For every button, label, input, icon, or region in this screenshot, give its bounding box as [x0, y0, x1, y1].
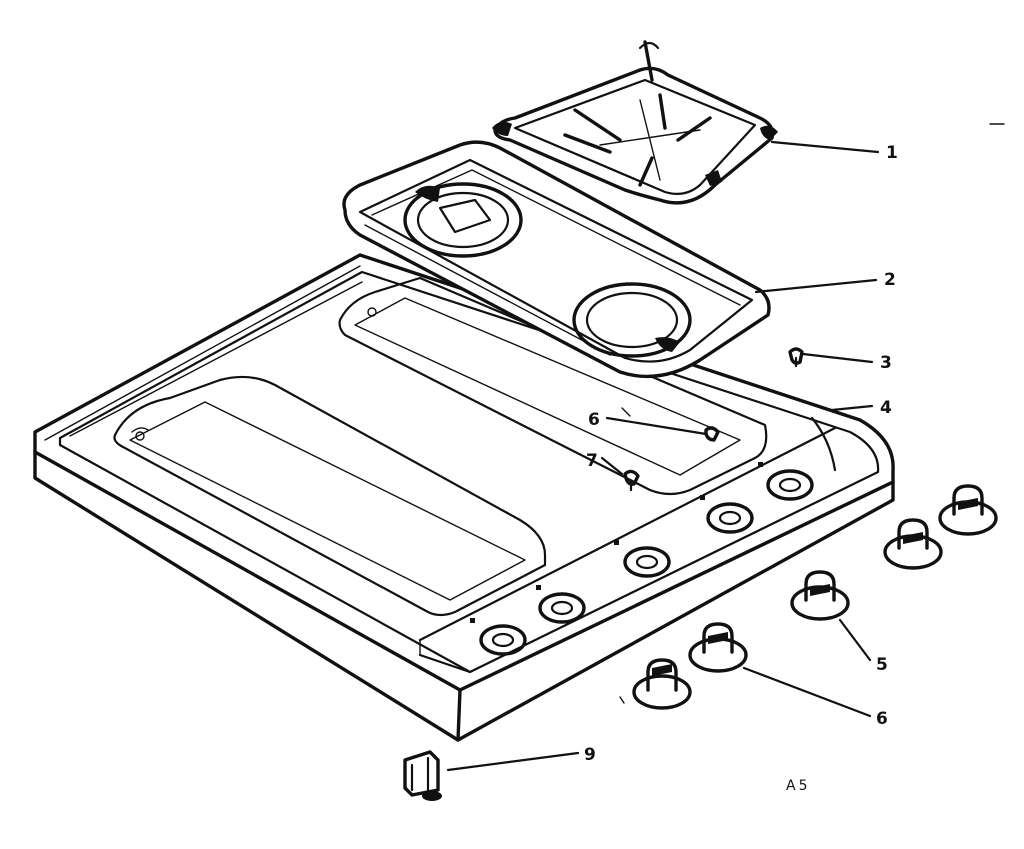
burner-ring-right [572, 282, 692, 358]
knob-hole-4 [700, 495, 754, 534]
drawing-mark: A5 [786, 778, 810, 794]
leader-lines [446, 140, 880, 772]
scan-mark [619, 696, 625, 704]
grate [492, 40, 778, 205]
callout-5: 5 [876, 655, 888, 675]
callout-4: 4 [880, 398, 892, 418]
clip-part-9 [403, 750, 442, 801]
screw-part-7 [623, 469, 640, 492]
knob-3 [790, 570, 850, 621]
knob-hole-2 [536, 585, 586, 624]
knob-2 [688, 622, 748, 673]
cooktop-frame [33, 253, 895, 742]
knob-hole-3 [614, 540, 671, 578]
knob-5 [938, 484, 998, 536]
knob-hole-1 [470, 618, 527, 656]
callout-9: 9 [584, 745, 596, 765]
knob-1 [632, 658, 692, 710]
callout-2: 2 [884, 270, 896, 290]
screw-part-6 [704, 426, 720, 442]
knob-hole-5 [758, 462, 814, 501]
screw-part-3 [788, 347, 804, 368]
knob-4 [883, 518, 943, 570]
callout-3: 3 [880, 353, 892, 373]
callout-7: 7 [586, 451, 598, 471]
burner-tray [342, 140, 771, 379]
burner-ring-left [403, 182, 523, 258]
callout-6-knob: 6 [876, 709, 888, 729]
scan-mark [621, 407, 631, 417]
callout-1: 1 [886, 143, 898, 163]
callout-6-screw: 6 [588, 410, 600, 430]
